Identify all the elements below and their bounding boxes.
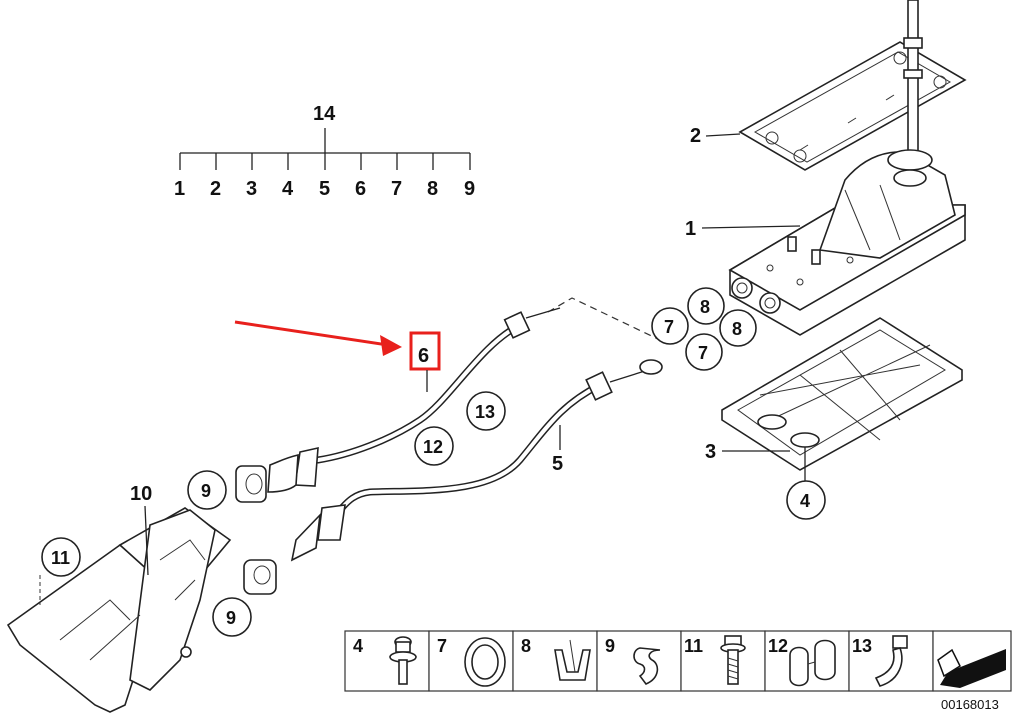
cable-6: [235, 307, 561, 503]
svg-text:4: 4: [800, 491, 810, 511]
svg-text:11: 11: [51, 548, 70, 568]
svg-text:9: 9: [201, 481, 211, 501]
circled-label-8b: 8: [719, 309, 757, 347]
strip-label-9: 9: [605, 636, 615, 656]
svg-text:13: 13: [475, 402, 495, 422]
circled-label-7a: 7: [651, 307, 689, 345]
label-2: 2: [690, 125, 701, 147]
group-item: 2: [210, 178, 221, 200]
highlight-arrow: [234, 320, 441, 371]
circled-label-11: 11: [41, 537, 81, 577]
strip-label-4: 4: [353, 636, 363, 656]
label-10: 10: [130, 483, 152, 505]
svg-text:8: 8: [700, 297, 710, 317]
bracket-part: 10: [6, 483, 232, 713]
group-item: 8: [427, 178, 438, 200]
svg-text:9: 9: [226, 608, 236, 628]
strip-label-8: 8: [521, 636, 531, 656]
circled-label-7b: 7: [685, 333, 723, 371]
group-14-bracket: 14 1 2 3 4 5 6 7 8 9: [174, 103, 475, 200]
circled-label-9b: 9: [212, 597, 252, 637]
label-6: 6: [418, 345, 429, 367]
reference-number: 00168013: [941, 697, 999, 712]
group-item: 1: [174, 178, 185, 200]
spring-clip-icon: [633, 647, 661, 685]
cable-5: [243, 359, 663, 595]
label-14: 14: [313, 103, 336, 125]
circled-label-13: 13: [466, 391, 506, 431]
hardware-strip: 4 7 8 9 11 12 13: [344, 630, 1012, 692]
svg-text:7: 7: [664, 317, 674, 337]
cable-tie-icon: [874, 635, 908, 687]
circled-label-4: 4: [786, 480, 826, 520]
strip-label-13: 13: [852, 636, 872, 656]
label-5: 5: [552, 453, 563, 475]
strip-label-7: 7: [437, 636, 447, 656]
bolt-washer-icon: [389, 636, 417, 685]
svg-text:8: 8: [732, 319, 742, 339]
circled-label-9a: 9: [187, 470, 227, 510]
group-item: 5: [319, 178, 330, 200]
sealing-ring-icon: [464, 637, 506, 687]
clip-icon: [554, 639, 591, 681]
dashed-connector: [547, 297, 661, 341]
gasket-frame-part: 2: [690, 41, 967, 171]
cable-clamp-icon: [789, 639, 836, 687]
bottom-plate-part: 3: [705, 317, 963, 482]
svg-text:12: 12: [423, 437, 443, 457]
navigation-arrow-icon: [937, 648, 1006, 688]
svg-text:7: 7: [698, 343, 708, 363]
circled-label-8a: 8: [687, 287, 725, 325]
group-item: 6: [355, 178, 366, 200]
shifter-housing-part: 1: [685, 149, 966, 336]
group-item: 3: [246, 178, 257, 200]
strip-label-11: 11: [684, 636, 703, 656]
circled-label-12: 12: [414, 426, 454, 466]
group-item: 9: [464, 178, 475, 200]
label-1: 1: [685, 218, 696, 240]
label-3: 3: [705, 441, 716, 463]
highlight-box: [409, 331, 441, 371]
bolt-icon: [720, 635, 746, 685]
strip-label-12: 12: [768, 636, 788, 656]
group-item: 7: [391, 178, 402, 200]
group-item: 4: [282, 178, 294, 200]
